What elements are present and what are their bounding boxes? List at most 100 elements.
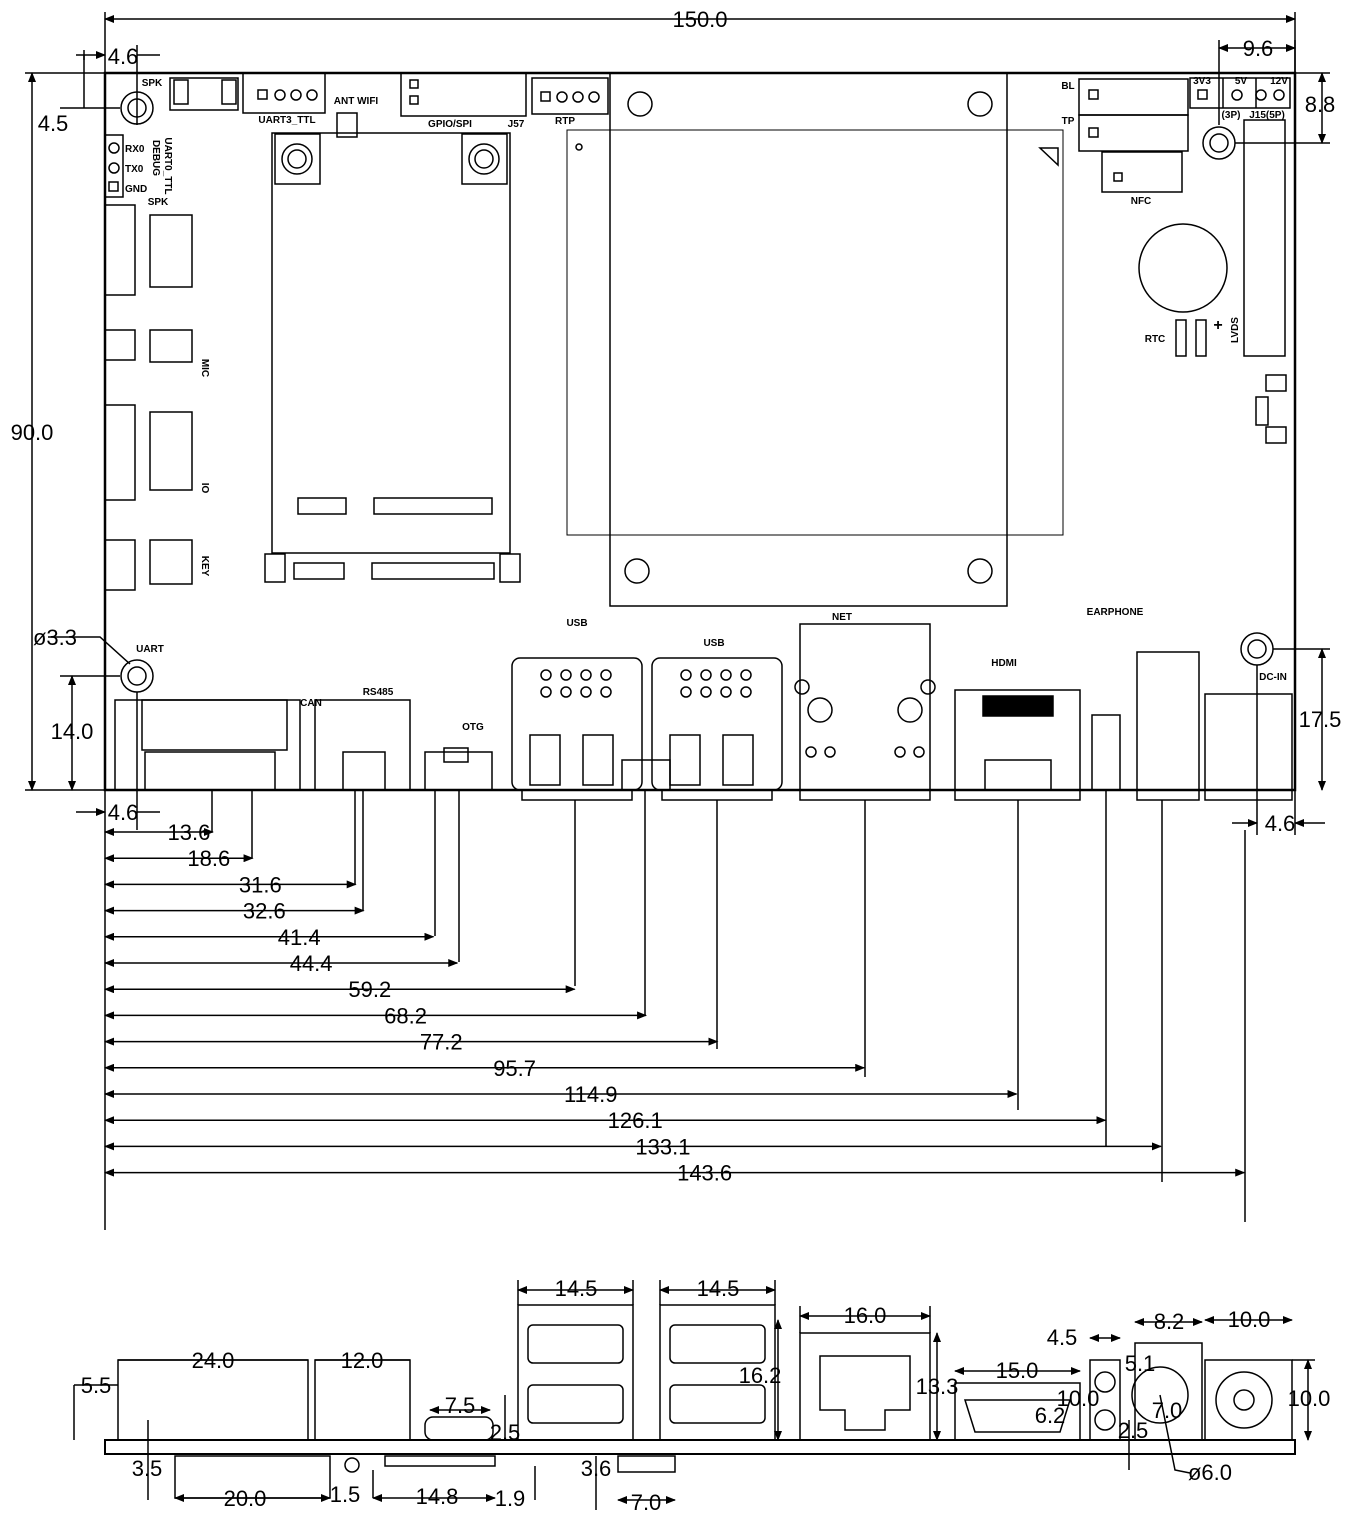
label-usb-1: USB bbox=[566, 618, 587, 629]
label-5v: 5V bbox=[1235, 76, 1248, 87]
label-12v: 12V bbox=[1270, 76, 1288, 87]
label-tx0: TX0 bbox=[125, 164, 144, 175]
side-dim-6-0: ø6.0 bbox=[1188, 1460, 1232, 1485]
mounting-hole-bottom-right bbox=[1240, 632, 1274, 666]
side-dim-16-0: 16.0 bbox=[844, 1303, 887, 1328]
label-ant-wifi: ANT WIFI bbox=[334, 96, 379, 107]
mic-connector bbox=[104, 329, 136, 361]
side-dim-5-5: 5.5 bbox=[81, 1373, 112, 1398]
side-view-pcb bbox=[104, 1439, 1296, 1455]
key-connector bbox=[104, 539, 136, 591]
side-dim-7-0-a: 7.0 bbox=[631, 1490, 662, 1515]
label-tp: TP bbox=[1062, 116, 1075, 127]
side-dim-1-9: 1.9 bbox=[495, 1486, 526, 1511]
som-module bbox=[609, 72, 1008, 607]
tp-connector bbox=[1078, 114, 1189, 152]
side-dim-10-0-a: 10.0 bbox=[1057, 1386, 1100, 1411]
dim-hole-bottom-right-y: 17.5 bbox=[1299, 707, 1342, 732]
side-dim-20-0: 20.0 bbox=[224, 1486, 267, 1511]
side-dim-2-5-b: 2.5 bbox=[1118, 1418, 1149, 1443]
offset-label-off-44-4: 44.4 bbox=[290, 951, 333, 976]
usb-port-2 bbox=[651, 657, 783, 801]
side-dim-6-2: 6.2 bbox=[1035, 1403, 1066, 1428]
power-select-header bbox=[1189, 77, 1291, 109]
offset-label-off-143-6: 143.6 bbox=[677, 1161, 732, 1186]
offset-label-off-77-2: 77.2 bbox=[420, 1030, 463, 1055]
offset-label-off-114-9: 114.9 bbox=[564, 1082, 617, 1107]
label-can: CAN bbox=[300, 698, 322, 709]
debug-uart-header bbox=[104, 134, 124, 198]
side-dim-4-5: 4.5 bbox=[1047, 1325, 1078, 1350]
offset-label-off-41-4: 41.4 bbox=[278, 925, 321, 950]
dc-in-jack bbox=[1204, 693, 1293, 801]
io-connector bbox=[104, 404, 136, 501]
side-rj45 bbox=[799, 1332, 931, 1441]
usb-port-1 bbox=[511, 657, 643, 801]
rtp-connector bbox=[531, 77, 609, 115]
dim-hole-diameter: ø3.3 bbox=[33, 625, 77, 650]
label-bl: BL bbox=[1061, 81, 1074, 92]
label-io: IO bbox=[199, 483, 210, 494]
label-rtc-plus: + bbox=[1213, 317, 1222, 334]
rtc-battery bbox=[1138, 223, 1228, 313]
side-dim-13-3: 13.3 bbox=[916, 1374, 959, 1399]
side-dim-5-1: 5.1 bbox=[1125, 1351, 1156, 1376]
dim-hole-bottom-left-y: 14.0 bbox=[51, 719, 94, 744]
label-mic: MIC bbox=[199, 359, 210, 377]
label-earphone: EARPHONE bbox=[1087, 607, 1144, 618]
label-gnd: GND bbox=[125, 184, 147, 195]
lvds-header bbox=[1243, 119, 1286, 357]
bl-connector bbox=[1078, 78, 1189, 116]
label-j15: J15(5P) bbox=[1249, 110, 1285, 121]
label-lvds: LVDS bbox=[1230, 317, 1241, 343]
label-net: NET bbox=[832, 612, 852, 623]
offset-label-off-13-6: 13.6 bbox=[168, 820, 211, 845]
label-rtc: RTC bbox=[1145, 334, 1166, 345]
otg-port bbox=[424, 751, 493, 791]
side-dim-14-5-b: 14.5 bbox=[697, 1276, 740, 1301]
offset-label-off-126-1: 126.1 bbox=[608, 1108, 663, 1133]
wifi-antenna bbox=[336, 112, 358, 138]
side-dim-15-0: 15.0 bbox=[996, 1358, 1039, 1383]
side-dc-jack bbox=[1204, 1359, 1293, 1441]
side-dim-7-5: 7.5 bbox=[445, 1393, 476, 1418]
side-dim-3-6: 3.6 bbox=[581, 1456, 612, 1481]
side-dim-12-0: 12.0 bbox=[341, 1348, 384, 1373]
side-dim-14-5-a: 14.5 bbox=[555, 1276, 598, 1301]
dim-hole-top-right-y: 8.8 bbox=[1305, 92, 1336, 117]
side-dim-24-0: 24.0 bbox=[192, 1348, 235, 1373]
label-nfc: NFC bbox=[1131, 196, 1152, 207]
offset-label-off-68-2: 68.2 bbox=[384, 1003, 427, 1028]
dim-hole-top-left-y: 4.5 bbox=[38, 111, 69, 136]
mounting-hole-bottom-left bbox=[120, 659, 154, 693]
mini-pcie-slot bbox=[271, 132, 511, 554]
label-rtp: RTP bbox=[555, 116, 575, 127]
can-rs485-connector bbox=[314, 699, 411, 791]
label-uart3: UART3_TTL bbox=[258, 115, 315, 126]
side-dim-14-8: 14.8 bbox=[416, 1484, 459, 1509]
offset-label-off-32-6: 32.6 bbox=[243, 899, 286, 924]
label-usb-2: USB bbox=[703, 638, 724, 649]
label-rx0: RX0 bbox=[125, 144, 145, 155]
label-dc-in: DC-IN bbox=[1259, 672, 1287, 683]
label-spk-top: SPK bbox=[142, 78, 163, 89]
label-spk-side: SPK bbox=[148, 197, 169, 208]
offset-label-off-18-6: 18.6 bbox=[187, 846, 230, 871]
dim-hole-top-left-x: 4.6 bbox=[108, 44, 139, 69]
side-dim-10-0-b: 10.0 bbox=[1228, 1307, 1271, 1332]
offset-label-off-59-2: 59.2 bbox=[348, 977, 391, 1002]
dim-bottom-left-offset: 4.6 bbox=[108, 800, 139, 825]
side-dim-16-2: 16.2 bbox=[739, 1363, 782, 1388]
label-uart: UART bbox=[136, 644, 164, 655]
spk-side-connector bbox=[104, 204, 136, 296]
mounting-hole-top-right bbox=[1202, 126, 1236, 160]
label-otg: OTG bbox=[462, 722, 484, 733]
dim-bottom-right-offset: 4.6 bbox=[1265, 811, 1296, 836]
side-hdmi bbox=[954, 1382, 1081, 1441]
hdmi-port bbox=[954, 689, 1081, 801]
earphone-jack bbox=[1136, 651, 1200, 801]
nfc-connector bbox=[1101, 151, 1183, 193]
spk-top-connector bbox=[169, 77, 239, 111]
dim-overall-width: 150.0 bbox=[672, 7, 727, 32]
